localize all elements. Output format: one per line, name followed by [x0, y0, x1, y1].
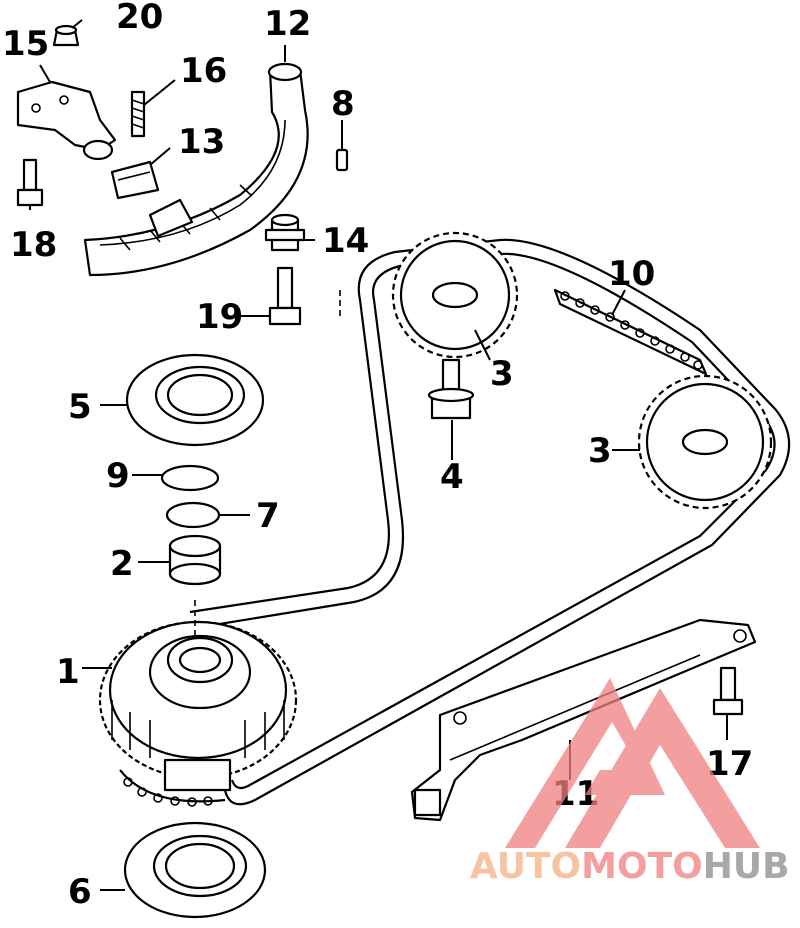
- callout-13: 13: [178, 122, 225, 162]
- o-ring-part-7: [165, 501, 221, 529]
- callout-3-lower: 3: [588, 431, 612, 471]
- automotohub-watermark: AUTOMOTOHUB: [470, 678, 790, 887]
- timing-chain: [189, 238, 791, 806]
- callout-4: 4: [440, 457, 464, 497]
- callout-10: 10: [608, 254, 655, 294]
- leader-lines: [29, 19, 728, 891]
- watermark-hub: HUB: [703, 846, 790, 887]
- callout-15: 15: [2, 24, 49, 64]
- bolt-part-17: [712, 666, 744, 716]
- callout-3-upper: 3: [490, 354, 514, 394]
- callout-16: 16: [180, 51, 227, 91]
- chain-segment-part-10: [553, 288, 708, 376]
- callout-20: 20: [116, 0, 163, 37]
- svg-text:AUTOMOTOHUB: AUTOMOTOHUB: [470, 846, 790, 887]
- bolt-part-19: [268, 266, 302, 326]
- sprocket-upper-part-3: [391, 231, 519, 359]
- watermark-logo-mark: [565, 688, 760, 848]
- stud-part-16: [130, 90, 146, 138]
- bolt-part-18: [16, 158, 44, 207]
- callout-6: 6: [68, 872, 92, 912]
- bearing-part-5: [125, 353, 265, 447]
- sleeve-part-14: [264, 213, 306, 252]
- callout-9: 9: [106, 456, 130, 496]
- bearing-part-6: [123, 821, 267, 919]
- nut-part-20: [52, 24, 80, 47]
- watermark-moto: MOTO: [581, 846, 703, 887]
- pad-part-13: [110, 160, 160, 200]
- lower-chain-guide-part-11: [410, 618, 757, 822]
- callout-19: 19: [196, 297, 243, 337]
- callout-18: 18: [10, 225, 57, 265]
- callout-14: 14: [322, 221, 369, 261]
- chain-tensioner-part-15: [16, 80, 117, 161]
- bolt-part-4: [427, 358, 475, 420]
- sprocket-lower-part-3: [637, 374, 773, 510]
- drive-gear-part-1: [98, 620, 298, 792]
- pin-part-8: [335, 148, 349, 172]
- callout-12: 12: [264, 4, 311, 44]
- callout-7: 7: [256, 496, 280, 536]
- callout-1: 1: [56, 652, 80, 692]
- snap-ring-part-9: [160, 464, 220, 492]
- bushing-part-2: [168, 534, 222, 586]
- callout-8: 8: [331, 84, 355, 124]
- upper-chain-guide-part-12: [83, 62, 309, 277]
- lower-chain-wrap: [119, 769, 226, 807]
- callout-2: 2: [110, 544, 134, 584]
- callout-5: 5: [68, 387, 92, 427]
- watermark-auto: AUTO: [470, 846, 581, 887]
